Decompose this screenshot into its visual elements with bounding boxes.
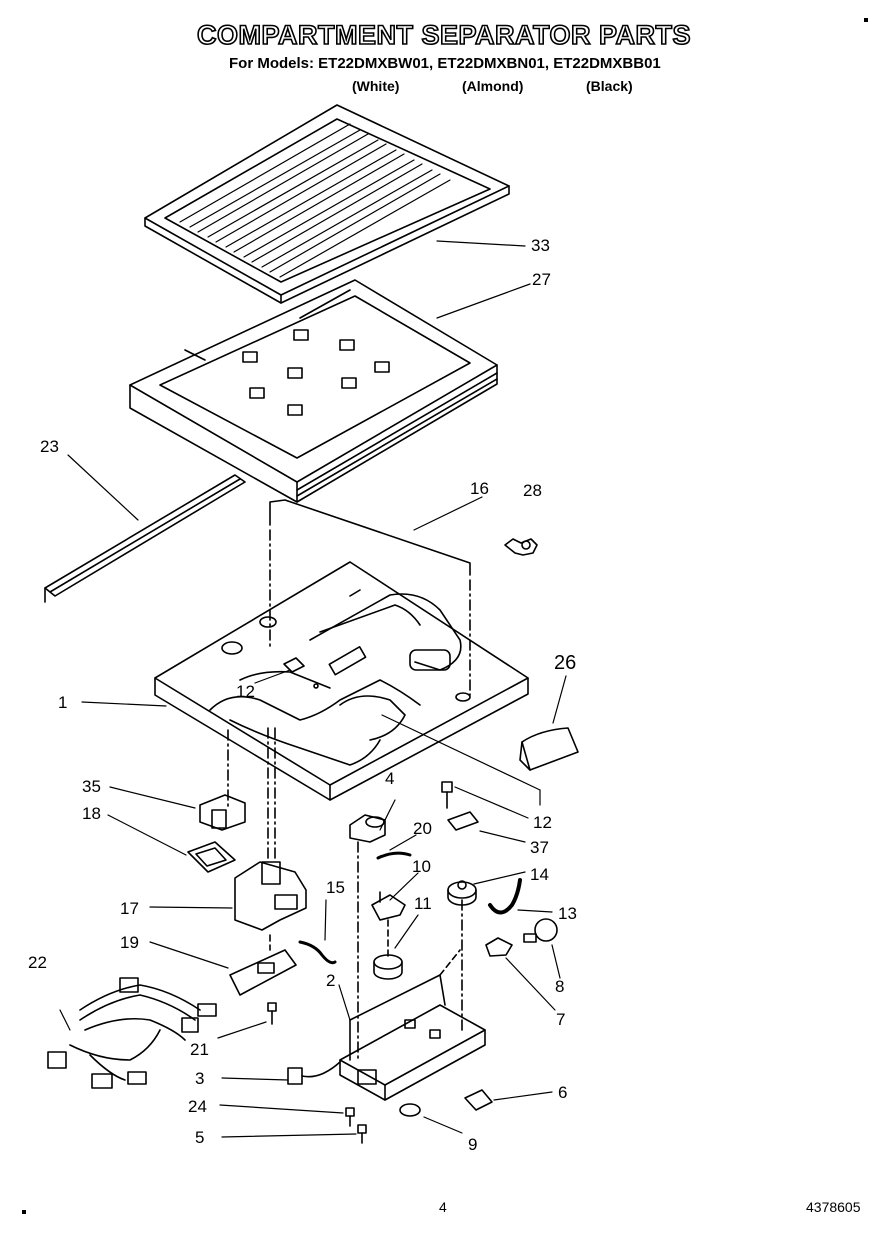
lamp-bracket-part-7: [485, 937, 513, 957]
plate-part-37: [447, 811, 479, 831]
callout-3: 3: [195, 1069, 204, 1088]
finish-white: (White): [352, 78, 400, 94]
grille-insert-part-18: [187, 841, 236, 873]
callout-11: 11: [414, 894, 432, 913]
callout-14: 14: [530, 865, 549, 884]
leader-lines: [59, 240, 567, 1138]
callout-4: 4: [385, 769, 394, 788]
bulb-part-8: [523, 918, 558, 943]
callout-18: 18: [82, 804, 101, 823]
callout-numbers: 33 27 23 16 28 26 1 12 35 18 4 12 20 37 …: [28, 236, 577, 1154]
callout-17: 17: [120, 899, 139, 918]
finish-almond: (Almond): [462, 78, 524, 94]
callout-19: 19: [120, 933, 139, 952]
knob-part-11: [373, 954, 403, 980]
switch-part-6: [464, 1089, 493, 1111]
callout-2: 2: [326, 971, 335, 990]
callout-16: 16: [470, 479, 489, 498]
models-line: For Models: ET22DMXBW01, ET22DMXBN01, ET…: [229, 55, 661, 72]
callout-21: 21: [190, 1040, 209, 1059]
callout-33: 33: [531, 236, 550, 255]
screw-part-12-upper: [283, 657, 305, 673]
callout-12-lower: 12: [533, 813, 552, 832]
callout-22: 22: [28, 953, 47, 972]
screw-part-24: [345, 1107, 355, 1127]
page-title: COMPARTMENT SEPARATOR PARTS: [196, 19, 691, 51]
page-number: 4: [439, 1199, 447, 1215]
callout-7: 7: [556, 1010, 565, 1029]
wire-part-13: [488, 878, 522, 915]
control-housing-part-17: [227, 727, 307, 931]
callout-1: 1: [58, 693, 67, 712]
tube-part-20: [376, 851, 412, 860]
screw-part-21: [267, 1002, 277, 1025]
finish-black: (Black): [586, 78, 633, 94]
callout-13: 13: [558, 904, 577, 923]
callout-26: 26: [554, 652, 576, 674]
bezel-part-19: [229, 934, 297, 996]
clip-part-28: [504, 538, 538, 556]
callout-12-upper: 12: [236, 682, 255, 701]
wire-part-15: [298, 940, 337, 965]
connector-part-3: [287, 1061, 341, 1085]
corner-mark: [864, 18, 868, 22]
callout-23: 23: [40, 437, 59, 456]
gasket-strip-part-23: [44, 474, 246, 603]
switch-part-10: [371, 891, 406, 961]
callout-6: 6: [558, 1083, 567, 1102]
nut-part-9: [399, 1103, 421, 1117]
corner-mark: [22, 1210, 26, 1214]
thermostat-part-4: [349, 814, 386, 1061]
callout-28: 28: [523, 481, 542, 500]
wire-harness-part-22: [47, 977, 217, 1089]
separator-panel-part-1: [154, 561, 529, 801]
callout-20: 20: [413, 819, 432, 838]
screw-part-5: [357, 1124, 367, 1144]
callout-35: 35: [82, 777, 101, 796]
lamp-socket-part-14: [447, 880, 477, 1031]
bracket-cover-part-26: [519, 727, 579, 771]
callout-27: 27: [532, 270, 551, 289]
callout-37: 37: [530, 838, 549, 857]
control-bracket-part-2: [339, 949, 486, 1101]
screw-part-12-lower: [441, 781, 453, 809]
callout-24: 24: [188, 1097, 207, 1116]
callout-8: 8: [555, 977, 564, 996]
heater-wire-part-16: [269, 499, 471, 696]
callout-5: 5: [195, 1128, 204, 1147]
damper-part-35: [199, 794, 246, 831]
shelf-grille-part-33: [144, 104, 510, 304]
part-number: 4378605: [806, 1199, 861, 1215]
callout-15: 15: [326, 878, 345, 897]
callout-10: 10: [412, 857, 431, 876]
separator-frame-part-27: [129, 279, 498, 503]
callout-9: 9: [468, 1135, 477, 1154]
